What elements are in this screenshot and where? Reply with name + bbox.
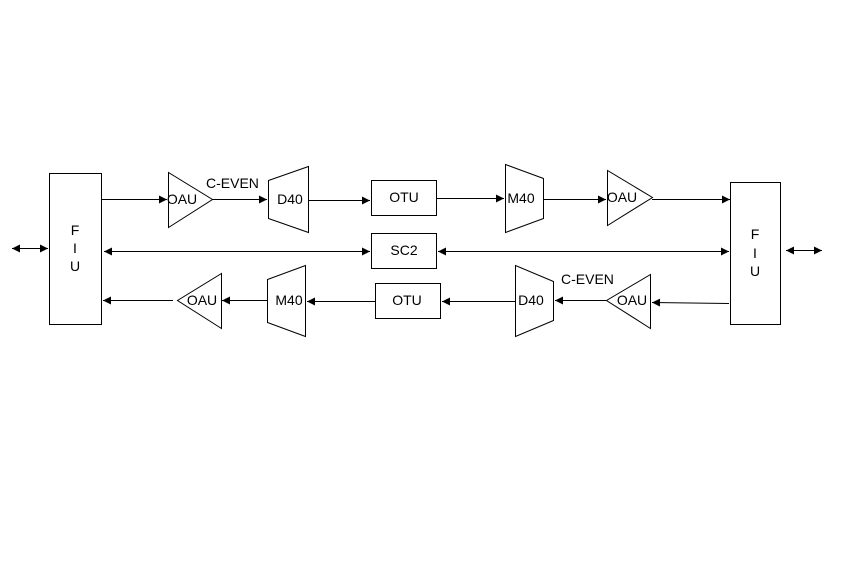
top-m40-trapezoid xyxy=(505,163,544,234)
top-otu-box xyxy=(371,180,437,216)
top-oau2-amplifier: OAU xyxy=(607,169,654,227)
sc2-supervisory-channel: SC2 xyxy=(371,233,437,269)
bottom-oau2-triangle xyxy=(605,273,651,330)
fiu-left-letter-i: I xyxy=(73,240,77,256)
fiu-left-letter-u: U xyxy=(70,258,80,274)
top-d40-trapezoid xyxy=(268,165,309,234)
bottom-oau-amplifier: OAU xyxy=(176,272,222,330)
top-oau-triangle xyxy=(168,171,214,229)
fiu-right-box xyxy=(730,182,781,325)
top-otu-unit: OTU xyxy=(371,180,437,216)
bottom-oau2-label: OAU xyxy=(617,292,647,308)
top-m40-mux: M40 xyxy=(505,163,544,234)
bottom-band-label: C-EVEN xyxy=(561,271,614,287)
top-oau-amplifier: OAU xyxy=(167,171,214,229)
bottom-m40-label: M40 xyxy=(275,292,302,308)
bottom-oau2-amplifier: OAU xyxy=(605,273,651,330)
bottom-otu-unit: OTU xyxy=(375,283,441,319)
bottom-oau-triangle xyxy=(176,272,222,330)
bottom-oau-label: OAU xyxy=(187,292,217,308)
top-d40-demux: D40 xyxy=(268,165,309,234)
top-oau2-triangle xyxy=(607,169,654,227)
top-band-label: C-EVEN xyxy=(206,175,259,191)
sc2-label: SC2 xyxy=(390,242,417,258)
bottom-otu-box xyxy=(375,283,441,319)
fiu-left-letter-f: F xyxy=(71,222,80,238)
fiu-left-box xyxy=(49,173,102,325)
top-oau-label: OAU xyxy=(167,191,197,207)
top-otu-label: OTU xyxy=(389,189,419,205)
fiu-right-letter-f: F xyxy=(751,226,760,242)
fiu-right-letter-u: U xyxy=(750,263,760,279)
bottom-m40-mux: M40 xyxy=(267,264,306,338)
top-d40-label: D40 xyxy=(277,191,303,207)
top-m40-label: M40 xyxy=(507,190,534,206)
bottom-d40-demux: D40 xyxy=(515,264,554,338)
bottom-d40-trapezoid xyxy=(515,264,554,338)
sc2-box xyxy=(371,233,437,269)
bottom-d40-label: D40 xyxy=(518,292,544,308)
bottom-fiu-to-oau-arrow xyxy=(651,298,730,307)
fiu-right-letter-i: I xyxy=(753,245,757,261)
bottom-m40-trapezoid xyxy=(267,264,306,338)
fiu-left-node: F I U xyxy=(49,173,102,325)
top-oau2-label: OAU xyxy=(607,189,637,205)
fiu-right-node: F I U xyxy=(730,182,781,325)
bottom-otu-label: OTU xyxy=(392,292,422,308)
